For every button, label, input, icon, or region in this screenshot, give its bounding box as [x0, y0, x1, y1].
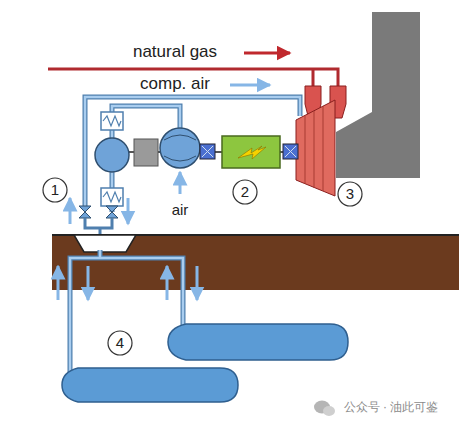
air-pipe: [85, 97, 300, 212]
motor: [134, 139, 158, 166]
callout-circles: [43, 178, 362, 355]
callout-number: 3: [346, 186, 354, 203]
air-intake: [179, 172, 182, 194]
air-arrow: [230, 84, 270, 87]
pipe-label: natural gas: [133, 43, 217, 62]
callout-number: 4: [116, 335, 124, 352]
compressor: [160, 128, 200, 168]
flow-down: [127, 198, 130, 224]
chimney: [336, 12, 420, 178]
gas-arrow: [244, 52, 290, 55]
generator: [222, 136, 280, 168]
salt-cavern: [62, 368, 238, 402]
callout-number: 2: [241, 184, 249, 201]
watermark: 公众号 · 油此可鉴: [344, 401, 439, 414]
ground: [52, 235, 459, 290]
well-head: [74, 235, 136, 252]
callout-number: 1: [51, 182, 59, 199]
gas-turbine: [296, 100, 335, 196]
well-flow-arrows: [58, 266, 197, 300]
watermark-icon: [314, 401, 335, 417]
compressor: [95, 138, 129, 172]
flow-up: [69, 198, 72, 224]
well-pipes: [70, 250, 183, 372]
inlet-label: air: [172, 202, 189, 219]
lightning: [238, 146, 266, 159]
salt-cavern: [168, 324, 348, 360]
pipe-label: comp. air: [140, 75, 210, 94]
